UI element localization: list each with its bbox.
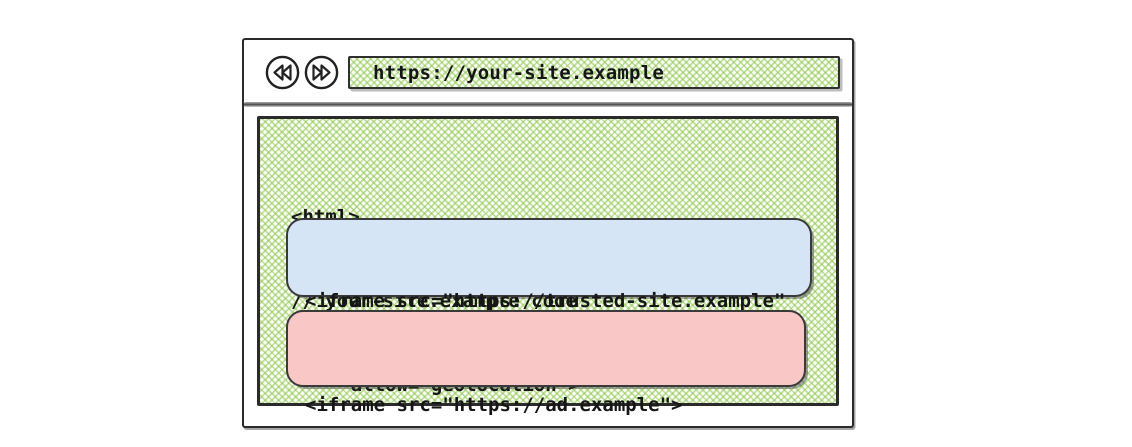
back-double-arrow-icon [264, 54, 301, 91]
back-button[interactable] [264, 54, 301, 91]
toolbar-divider [244, 102, 852, 107]
nav-buttons [264, 54, 340, 91]
trusted-iframe-box: <iframe src="https://trusted-site.exampl… [286, 218, 812, 396]
ad-iframe-box: <iframe src="https://ad.example"> [286, 310, 806, 416]
browser-toolbar: https://your-site.example [244, 40, 852, 107]
url-bar[interactable]: https://your-site.example [348, 56, 840, 89]
browser-window: https://your-site.example <html> // your… [242, 38, 854, 428]
trusted-iframe-line-1: <iframe src="https://trusted-site.exampl… [305, 290, 786, 312]
url-text: https://your-site.example [373, 61, 664, 84]
ad-iframe-line-1: <iframe src="https://ad.example"> [305, 394, 683, 416]
forward-button[interactable] [303, 54, 340, 91]
forward-double-arrow-icon [303, 54, 340, 91]
page-content: <html> // your-site.example code <iframe… [257, 116, 839, 416]
